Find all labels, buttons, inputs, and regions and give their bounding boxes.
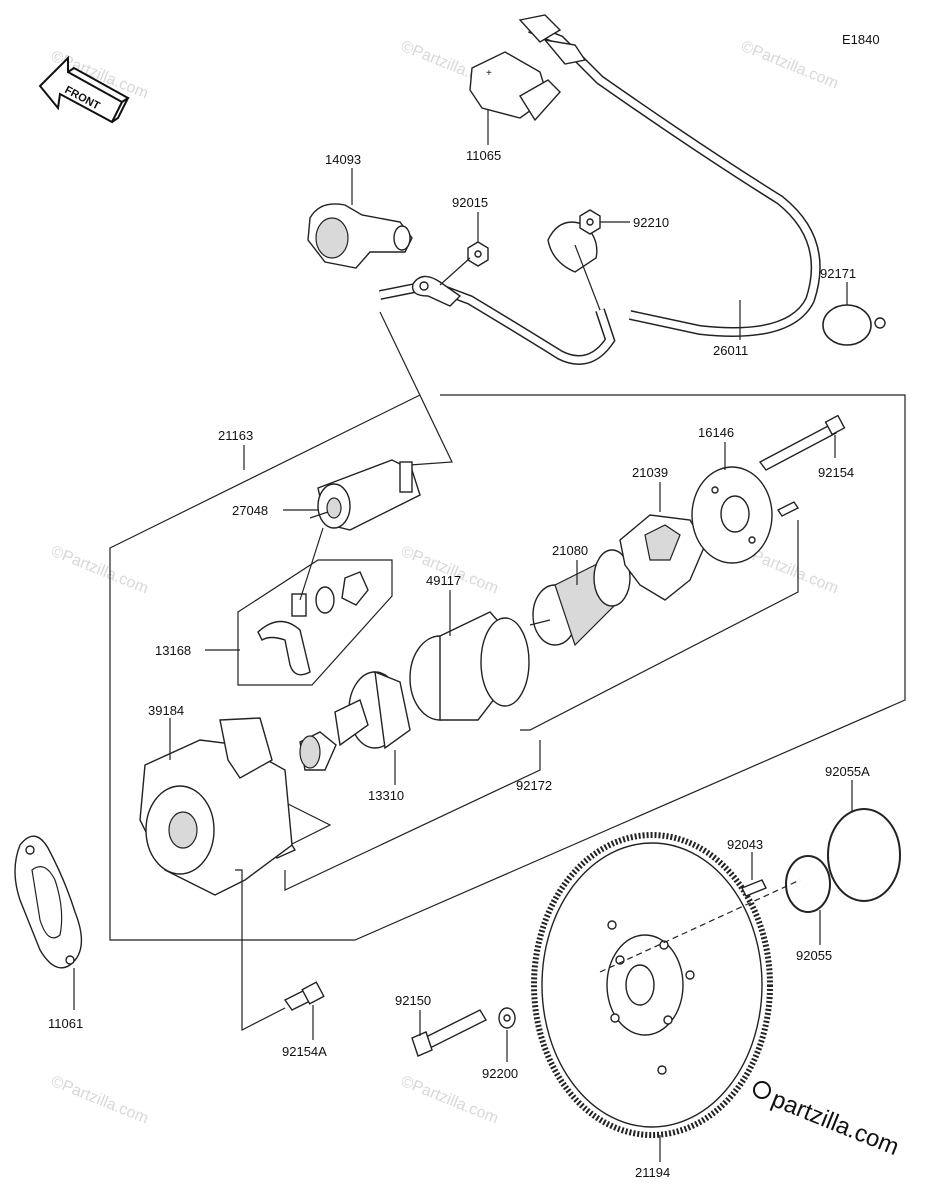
flywheel-21194 bbox=[531, 832, 773, 1138]
brush-holder-21039 bbox=[619, 514, 706, 601]
part-label-11061: 11061 bbox=[48, 1016, 83, 1031]
terminal-cap-14093 bbox=[307, 203, 413, 269]
part-label-21039: 21039 bbox=[632, 465, 668, 480]
part-label-11065: 11065 bbox=[466, 148, 501, 163]
housing-39184 bbox=[139, 717, 293, 896]
watermark-text: ©Partzilla.com bbox=[49, 1073, 151, 1127]
part-label-92055: 92055 bbox=[796, 948, 832, 963]
clamp-92171 bbox=[822, 304, 886, 346]
part-label-39184: 39184 bbox=[148, 703, 184, 718]
part-label-92043: 92043 bbox=[727, 837, 763, 852]
watermark-text: ©Partzilla.com bbox=[739, 38, 841, 92]
bolt-92154 bbox=[758, 414, 846, 471]
part-label-16146: 16146 bbox=[698, 425, 734, 440]
starter-assembly-outline bbox=[109, 311, 906, 941]
nut-92015 bbox=[467, 241, 489, 267]
pinion-13310 bbox=[299, 670, 411, 771]
diagram-code: E1840 bbox=[842, 32, 880, 47]
part-label-13168: 13168 bbox=[155, 643, 191, 658]
watermark-text: ©Partzilla.com bbox=[399, 1073, 501, 1127]
terminal-cap-11065: + bbox=[469, 51, 561, 122]
part-label-92200: 92200 bbox=[482, 1066, 518, 1081]
part-label-92154a: 92154A bbox=[282, 1044, 327, 1059]
part-label-21163: 21163 bbox=[218, 428, 253, 443]
watermark-text: ©Partzilla.com bbox=[399, 543, 501, 597]
part-label-92154: 92154 bbox=[818, 465, 854, 480]
dowel-92043 bbox=[741, 879, 767, 897]
brand-logo: partzilla.com bbox=[753, 1081, 903, 1162]
part-label-14093: 14093 bbox=[325, 152, 361, 167]
oring-92055 bbox=[785, 855, 831, 913]
shift-lever-kit-13168 bbox=[237, 559, 393, 686]
part-label-13310: 13310 bbox=[368, 788, 404, 803]
armature-21080 bbox=[529, 549, 631, 647]
end-cover-16146 bbox=[691, 466, 773, 564]
part-label-27048: 27048 bbox=[232, 503, 268, 518]
part-label-92015: 92015 bbox=[452, 195, 488, 210]
nut-92210 bbox=[579, 209, 601, 235]
solenoid-27048 bbox=[309, 459, 421, 531]
svg-text:+: + bbox=[486, 68, 492, 79]
screw-icon bbox=[776, 501, 800, 517]
bolt-92150 bbox=[411, 1009, 487, 1057]
part-label-92055a: 92055A bbox=[825, 764, 870, 779]
watermark-text: ©Partzilla.com bbox=[49, 543, 151, 597]
part-label-49117: 49117 bbox=[426, 573, 461, 588]
part-label-21080: 21080 bbox=[552, 543, 588, 558]
oring-92055a bbox=[827, 808, 901, 902]
gasket-11061 bbox=[14, 835, 83, 969]
part-label-26011: 26011 bbox=[713, 343, 748, 358]
part-label-92172: 92172 bbox=[516, 778, 552, 793]
part-label-92171: 92171 bbox=[820, 266, 856, 281]
part-label-92210: 92210 bbox=[633, 215, 669, 230]
part-label-92150: 92150 bbox=[395, 993, 431, 1008]
part-label-21194: 21194 bbox=[635, 1165, 670, 1180]
brand-text: partzilla.com bbox=[768, 1086, 903, 1162]
yoke-49117 bbox=[409, 611, 530, 721]
bolt-92154a bbox=[283, 981, 325, 1011]
battery-cable bbox=[379, 14, 821, 365]
washer-92200 bbox=[498, 1007, 516, 1029]
